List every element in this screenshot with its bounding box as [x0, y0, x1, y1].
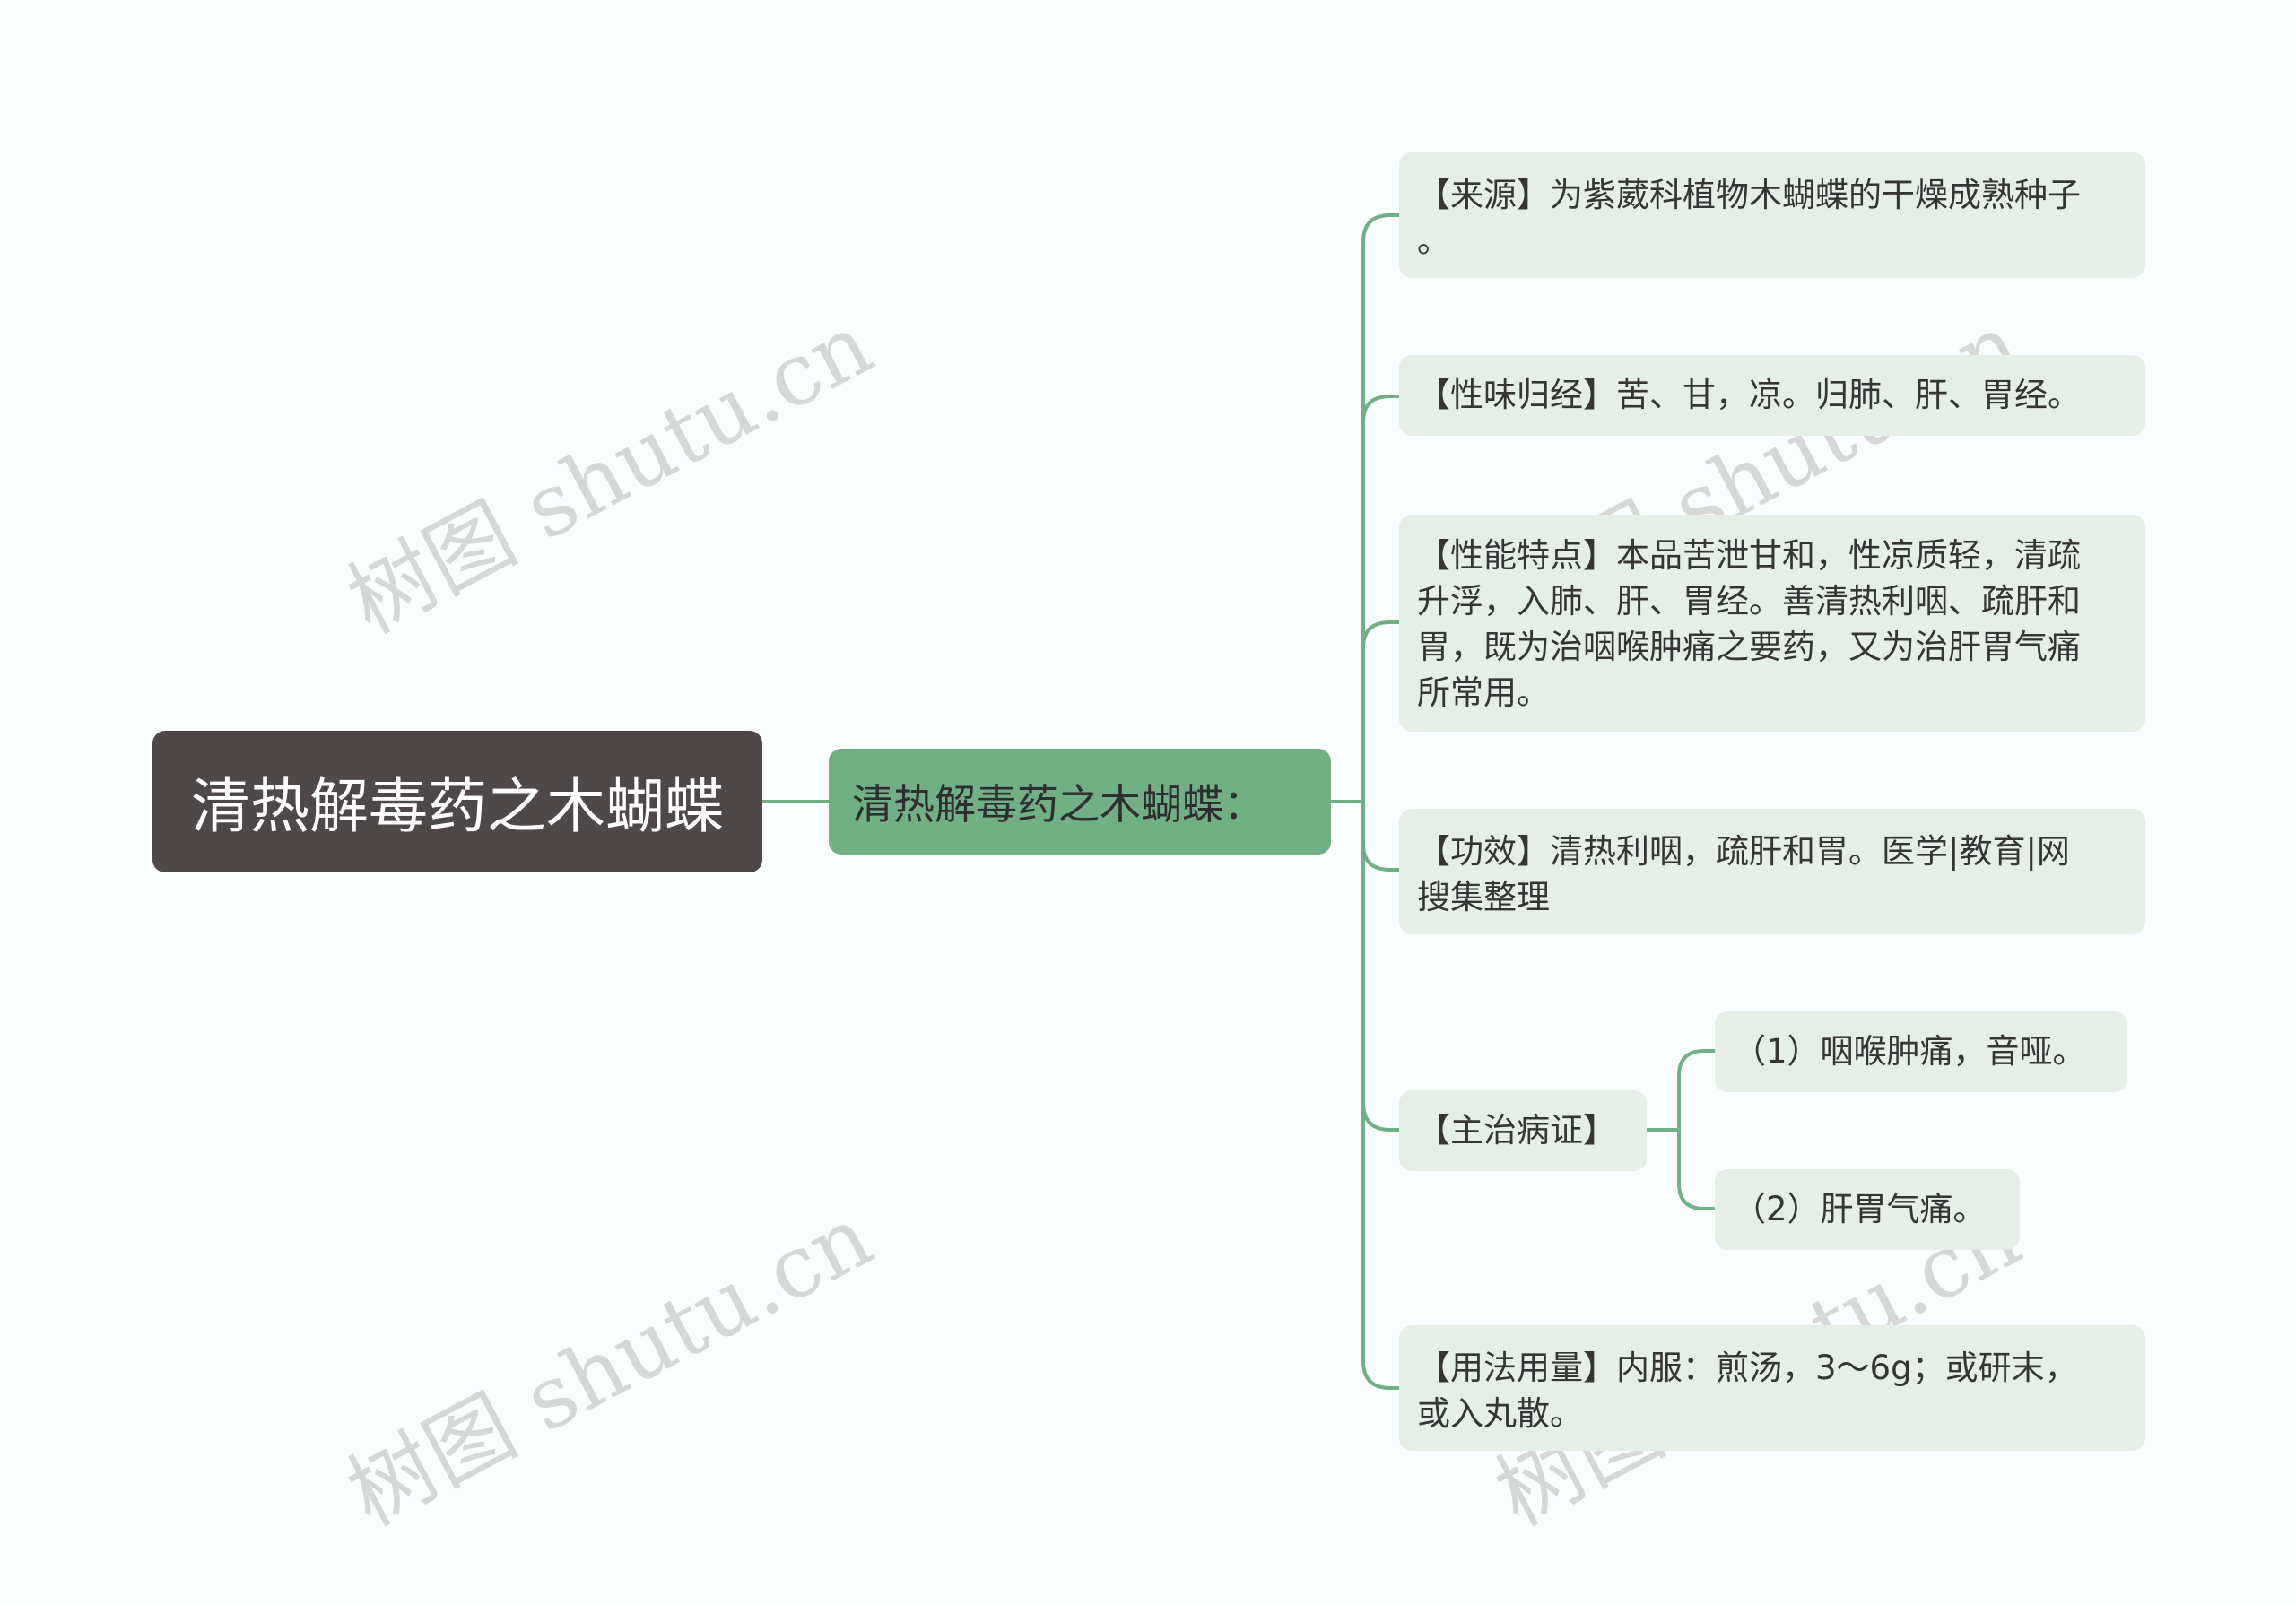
- branch-node[interactable]: 清热解毒药之木蝴蝶：: [829, 749, 1331, 855]
- connector-indication-item2: [1677, 1130, 1715, 1210]
- connector-branch-source: [1361, 213, 1399, 802]
- leaf-indications[interactable]: 【主治病证】: [1399, 1090, 1647, 1171]
- leaf-taste-meridian[interactable]: 【性味归经】苦、甘，凉。归肺、肝、胃经。: [1399, 355, 2145, 436]
- leaf-source[interactable]: 【来源】为紫葳科植物木蝴蝶的干燥成熟种子 。: [1399, 152, 2145, 278]
- leaf-efficacy[interactable]: 【功效】清热利咽，疏肝和胃。医学|教育|网 搜集整理: [1399, 809, 2145, 934]
- root-node[interactable]: 清热解毒药之木蝴蝶: [152, 731, 762, 872]
- connector-branch-efficacy: [1361, 802, 1399, 872]
- connector-branch-indication: [1361, 845, 1399, 1132]
- leaf-properties[interactable]: 【性能特点】本品苦泄甘和，性凉质轻，清疏 升浮，入肺、肝、胃经。善清热利咽、疏肝…: [1399, 515, 2145, 732]
- connector-branch-dosage: [1361, 1103, 1399, 1390]
- leaf-indication-item-1[interactable]: （1）咽喉肿痛，音哑。: [1715, 1011, 2127, 1092]
- connector-branch-taste: [1361, 395, 1399, 422]
- leaf-indication-item-2[interactable]: （2）肝胃气痛。: [1715, 1169, 2020, 1250]
- leaf-dosage[interactable]: 【用法用量】内服：煎汤，3～6g；或研末， 或入丸散。: [1399, 1325, 2145, 1451]
- connector-branch-property: [1361, 620, 1399, 648]
- connector-indication-item1: [1677, 1049, 1715, 1130]
